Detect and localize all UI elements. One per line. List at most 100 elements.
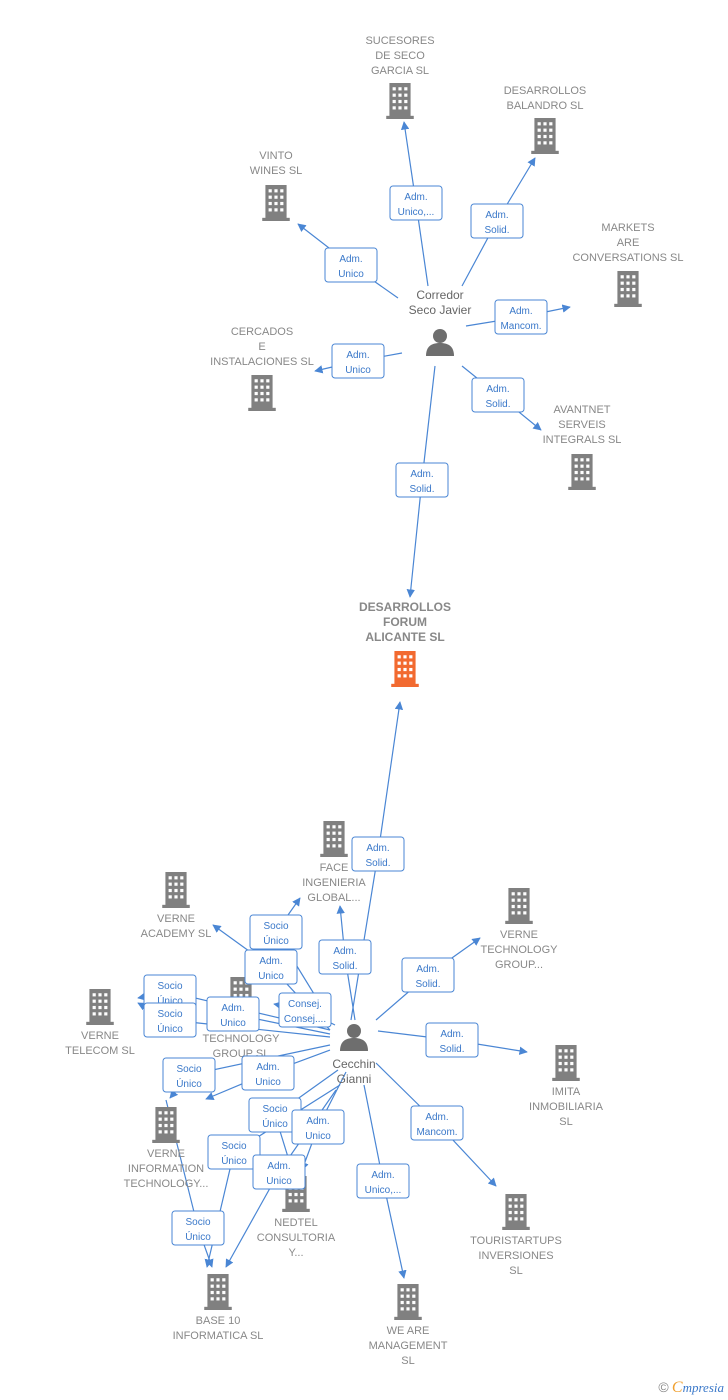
edge-label[interactable]: Adm.Solid.: [470, 203, 524, 239]
edge-label-text: Unico: [266, 1176, 292, 1187]
node-verne_academy[interactable]: VERNE ACADEMY SL: [141, 872, 212, 940]
node-label-line: ALICANTE SL: [365, 630, 444, 644]
edge-label-text: Único: [262, 1117, 288, 1130]
node-label-line: SUCESORES: [365, 35, 434, 47]
edge-label-text: Socio: [221, 1141, 246, 1152]
edge-label-text: Unico: [345, 365, 371, 376]
edge-label[interactable]: Adm.Unico,...: [356, 1163, 410, 1199]
edge-label-box: [249, 914, 303, 950]
edge-label[interactable]: Adm.Solid.: [425, 1022, 479, 1058]
edge-label[interactable]: Adm.Unico: [252, 1154, 306, 1190]
edge-label-text: Adm.: [306, 1116, 329, 1127]
node-label-line: AVANTNET: [553, 404, 610, 416]
edge-label[interactable]: Adm.Unico: [241, 1055, 295, 1091]
edge-label-text: Adm.: [486, 384, 509, 395]
building-icon: [162, 872, 190, 908]
node-label-line: GLOBAL...: [307, 892, 360, 904]
node-label-line: VERNE: [500, 929, 538, 941]
edge-label-box: [470, 203, 524, 239]
edge-label-text: Unico: [338, 269, 364, 280]
edge-label-text: Socio: [262, 1104, 287, 1115]
edge-label[interactable]: Adm. Unico: [331, 343, 385, 379]
building-icon: [86, 989, 114, 1025]
node-label-line: TECHNOLOGY...: [124, 1178, 209, 1190]
node-label-line: FACE: [320, 862, 349, 874]
building-icon: [531, 118, 559, 154]
node-label-line: MANAGEMENT: [369, 1340, 448, 1352]
node-label-line: IMITA: [552, 1086, 581, 1098]
node-label-line: GARCIA SL: [371, 65, 429, 77]
edge-label[interactable]: Adm.Unico,...: [389, 185, 443, 221]
edge-label-box: [241, 1055, 295, 1091]
node-face[interactable]: FACEINGENIERIAGLOBAL...: [302, 821, 366, 904]
edge-label[interactable]: Consej.Consej....: [278, 992, 332, 1028]
building-icon: [505, 888, 533, 924]
building-icon: [552, 1045, 580, 1081]
edge-label-box: [389, 185, 443, 221]
building-icon: [152, 1107, 180, 1143]
edge-label-text: Adm.: [416, 964, 439, 975]
edge-label-text: Mancom.: [500, 321, 541, 332]
edge-label[interactable]: Adm.Unico: [206, 996, 260, 1032]
building-icon: [386, 83, 414, 119]
node-label-line: TECHNOLOGY: [202, 1033, 280, 1045]
edge-label-box: [291, 1109, 345, 1145]
node-nedtel[interactable]: NEDTELCONSULTORIAY...: [257, 1176, 336, 1259]
edge-label-text: Socio: [157, 1009, 182, 1020]
node-label-line: SL: [509, 1265, 522, 1277]
edge-label[interactable]: Adm.Unico: [244, 949, 298, 985]
node-verne_tech_group_r[interactable]: VERNETECHNOLOGYGROUP...: [480, 888, 558, 971]
edge-label-text: Adm.: [485, 210, 508, 221]
edge-label-text: Único: [176, 1077, 202, 1090]
node-label-line: SL: [401, 1355, 414, 1367]
edge-label[interactable]: Adm.Solid.: [395, 462, 449, 498]
edge-label-text: Unico,...: [365, 1185, 402, 1196]
edge-label-text: Unico: [305, 1131, 331, 1142]
node-label-line: ACADEMY SL: [141, 928, 212, 940]
edge-label[interactable]: Adm.Mancom.: [410, 1105, 464, 1141]
edge-label[interactable]: Adm. Unico: [291, 1109, 345, 1145]
edge-label-box: [244, 949, 298, 985]
node-label-line: WE ARE: [387, 1325, 430, 1337]
node-label-line: Corredor: [416, 288, 463, 302]
edge-label-box: [162, 1057, 216, 1093]
edge-label-text: Adm.: [346, 350, 369, 361]
edge-label-text: Adm.: [221, 1003, 244, 1014]
edge-labels-layer: Adm.Unico,...Adm.Solid.Adm.UnicoAdm.Manc…: [143, 185, 548, 1246]
node-verne_info[interactable]: VERNEINFORMATIONTECHNOLOGY...: [124, 1107, 209, 1190]
edge-label[interactable]: Adm.Solid.: [351, 836, 405, 872]
edge-label[interactable]: Adm.Solid.: [318, 939, 372, 975]
node-label-line: VERNE: [157, 913, 195, 925]
edge-label[interactable]: Adm.Solid.: [401, 957, 455, 993]
highlighted-building-icon: [391, 651, 419, 687]
edge-label-box: [171, 1210, 225, 1246]
node-label-line: E: [258, 341, 265, 353]
edge-label-text: Adm.: [366, 843, 389, 854]
node-weare[interactable]: WE ARE MANAGEMENT SL: [369, 1284, 448, 1367]
edge-label[interactable]: Adm.Solid.: [471, 377, 525, 413]
edge-label-box: [252, 1154, 306, 1190]
edge-label-text: Adm.: [440, 1029, 463, 1040]
edge-label[interactable]: Adm.Unico: [324, 247, 378, 283]
edge-label[interactable]: Adm.Mancom.: [494, 299, 548, 335]
edge-label-text: Único: [263, 934, 289, 947]
